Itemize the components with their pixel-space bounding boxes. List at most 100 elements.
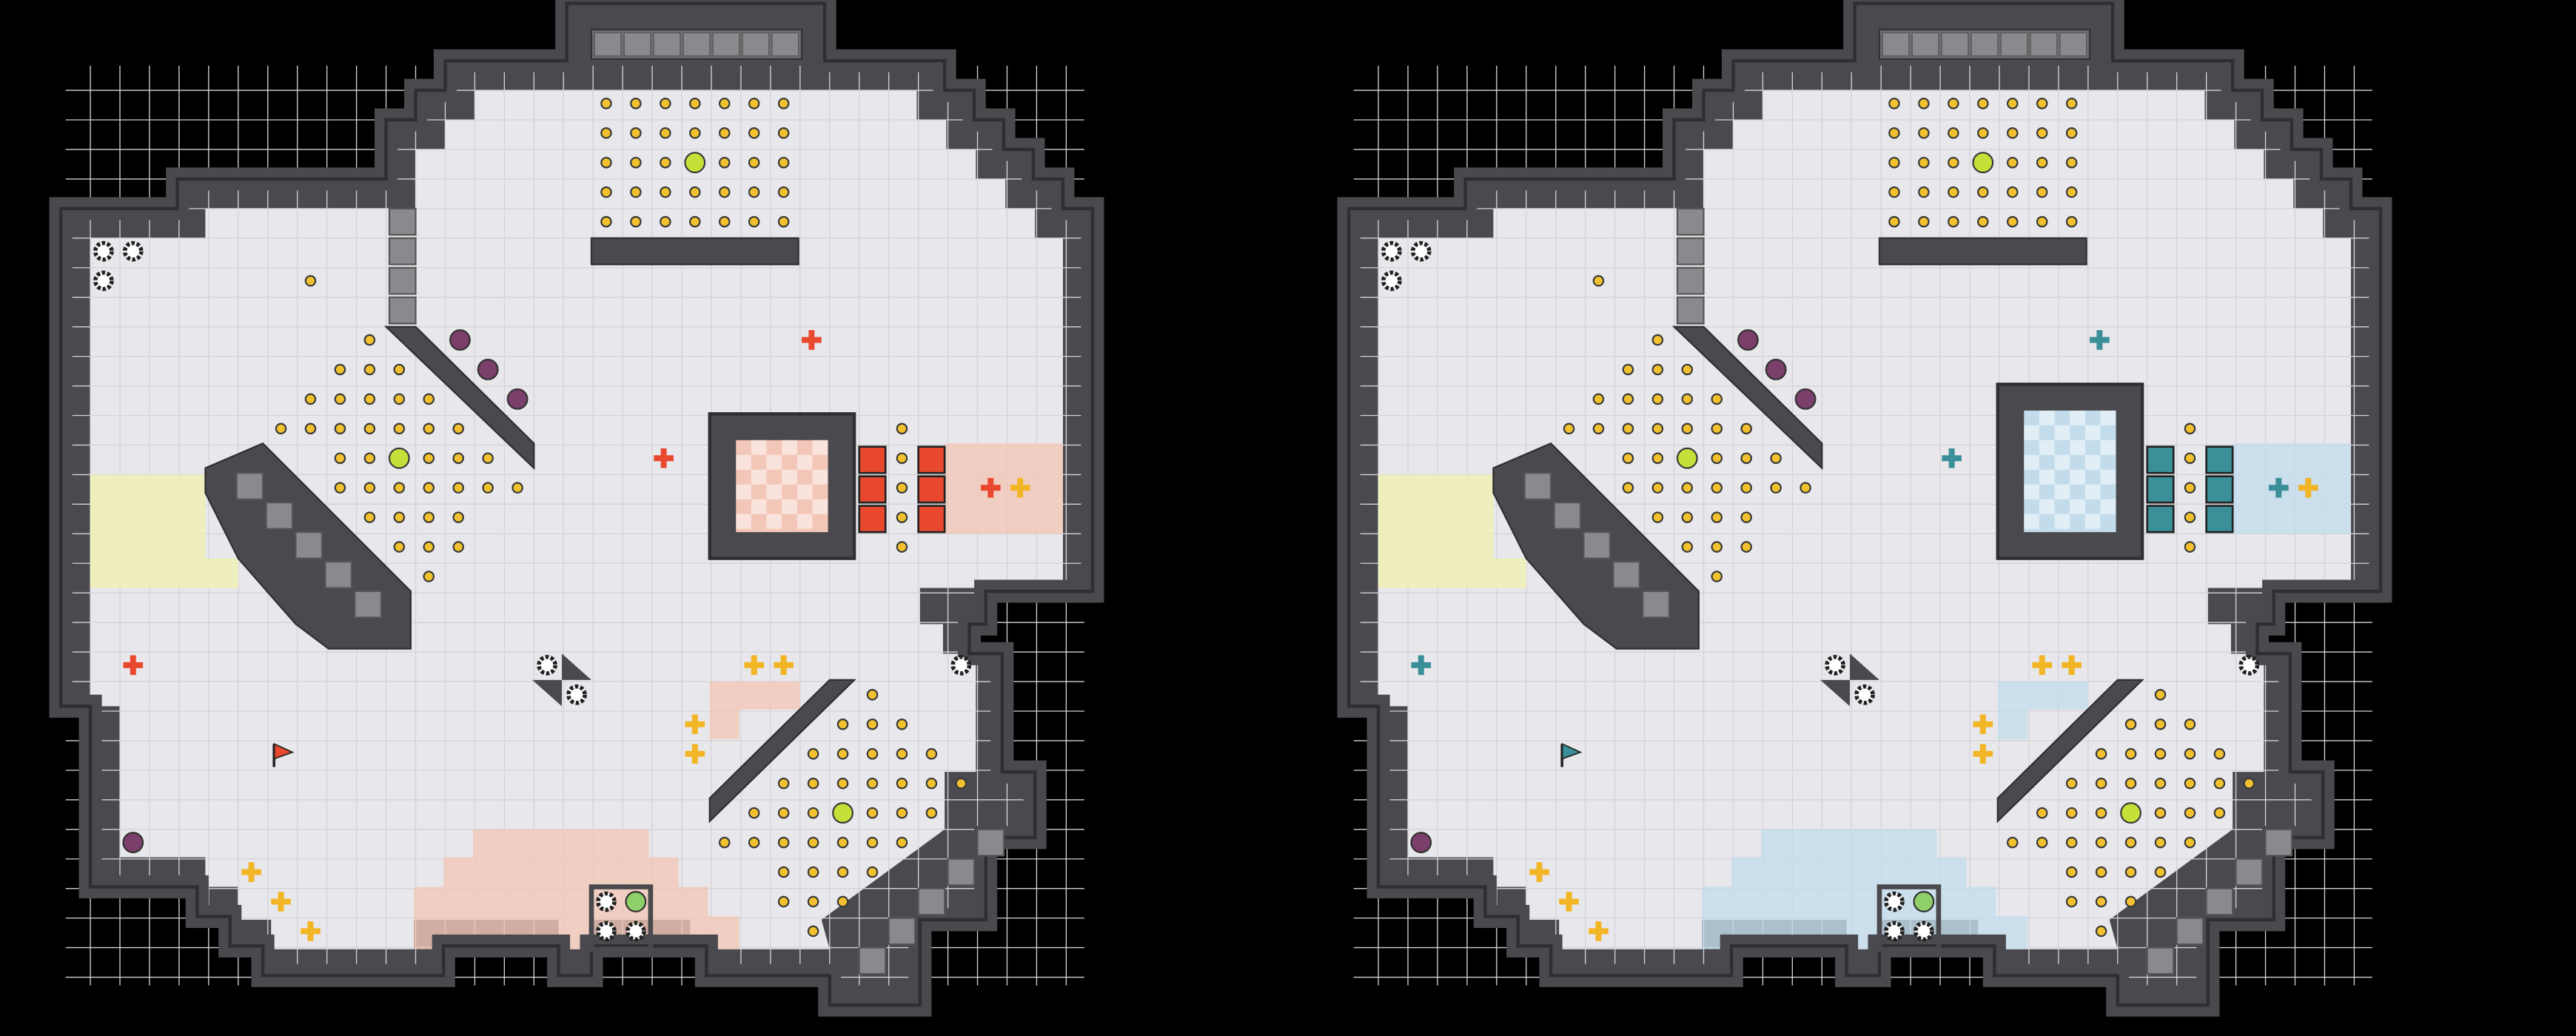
red-block-icon xyxy=(917,445,946,474)
coin-icon xyxy=(2184,452,2196,464)
teal-block-icon xyxy=(2205,475,2234,504)
grate-icon xyxy=(235,472,264,500)
coin-icon xyxy=(748,836,760,849)
checker-cell xyxy=(796,484,813,500)
big-coin-icon xyxy=(388,447,410,469)
bomb-icon xyxy=(1765,358,1787,380)
coin-icon xyxy=(1918,186,1930,198)
grate-icon xyxy=(1676,266,1705,295)
coin-icon xyxy=(2006,215,2019,228)
coin-icon xyxy=(689,127,701,139)
coin-icon xyxy=(2006,156,2019,169)
coin-icon xyxy=(1651,511,1664,523)
teal-plus-icon xyxy=(1411,655,1432,676)
coin-icon xyxy=(275,423,287,435)
coin-icon xyxy=(807,836,819,849)
gear-icon xyxy=(625,921,646,942)
coin-icon xyxy=(896,836,908,849)
grate-cell xyxy=(2030,32,2058,57)
coin-icon xyxy=(1681,541,1694,553)
plus-icon xyxy=(2032,655,2053,676)
coin-icon xyxy=(1977,98,1989,110)
coin-icon xyxy=(482,452,494,464)
coin-icon xyxy=(925,807,938,819)
plus-icon xyxy=(1973,744,1993,764)
grate-icon xyxy=(2146,946,2175,975)
bomb-icon xyxy=(1410,832,1432,853)
diagonal-wall xyxy=(383,326,535,471)
gear-icon xyxy=(537,654,557,676)
bounce-pad-frame xyxy=(588,884,654,952)
checker-cell xyxy=(2084,514,2101,529)
coin-icon xyxy=(1622,363,1634,376)
orange-plus-icon xyxy=(802,330,822,350)
coin-icon xyxy=(2006,127,2019,139)
coin-icon xyxy=(423,452,435,464)
coin-icon xyxy=(896,541,908,553)
coin-icon xyxy=(2154,718,2167,730)
coin-icon xyxy=(807,807,819,819)
checker-cell xyxy=(2100,469,2116,485)
coin-icon xyxy=(718,98,731,110)
grate-cell xyxy=(1941,32,1969,57)
checker-cell xyxy=(766,514,782,529)
map-layer xyxy=(1337,0,2392,1017)
coin-icon xyxy=(1740,482,1752,494)
checker-cell xyxy=(2100,410,2116,426)
coin-icon xyxy=(2006,186,2019,198)
grate-icon xyxy=(858,946,887,975)
coin-icon xyxy=(1770,452,1782,464)
grate-icon xyxy=(1523,472,1552,500)
bomb-icon xyxy=(449,329,471,351)
coin-icon xyxy=(2065,836,2078,849)
coin-icon xyxy=(2184,747,2196,760)
coin-icon xyxy=(1592,393,1605,406)
teal-plus-icon xyxy=(1942,448,1962,468)
coin-icon xyxy=(777,777,790,790)
coin-icon xyxy=(748,156,760,169)
teal-plus-icon xyxy=(2268,477,2289,498)
coin-icon xyxy=(718,186,731,198)
red-block-icon xyxy=(858,505,887,534)
coin-icon xyxy=(866,718,879,730)
grate-icon xyxy=(947,858,976,887)
checker-cell xyxy=(2054,425,2070,440)
coin-icon xyxy=(2184,423,2196,435)
checker-cell xyxy=(751,469,767,485)
coin-icon xyxy=(836,747,849,760)
coin-icon xyxy=(1977,215,1989,228)
coin-icon xyxy=(2006,836,2019,849)
checker-cell xyxy=(2084,484,2101,500)
coin-icon xyxy=(1740,452,1752,464)
coin-icon xyxy=(1681,482,1694,494)
orange-plus-icon xyxy=(980,477,1001,498)
gear-icon xyxy=(93,270,114,292)
gear-icon xyxy=(1381,240,1402,262)
wall-edge xyxy=(58,1,1095,1007)
grate-cell xyxy=(1911,32,1939,57)
coin-icon xyxy=(2154,689,2167,701)
coin-icon xyxy=(807,925,819,938)
coin-icon xyxy=(2065,98,2078,110)
checker-cell xyxy=(2039,499,2055,514)
coin-icon xyxy=(630,127,642,139)
coin-icon xyxy=(334,363,346,376)
gear-icon xyxy=(1884,891,1905,912)
gear-icon xyxy=(1825,654,1845,676)
coin-icon xyxy=(660,127,671,139)
coin-icon xyxy=(718,156,731,169)
coin-icon xyxy=(1740,541,1752,553)
coin-icon xyxy=(363,511,376,523)
coin-icon xyxy=(748,127,760,139)
coin-icon xyxy=(896,511,908,523)
coin-icon xyxy=(2184,777,2196,790)
coin-icon xyxy=(304,423,317,435)
coin-icon xyxy=(777,186,790,198)
checker-cell xyxy=(2070,440,2085,455)
grate-cell xyxy=(771,32,799,57)
coin-icon xyxy=(1888,127,1900,139)
coin-icon xyxy=(777,98,790,110)
coin-icon xyxy=(1651,393,1664,406)
coin-icon xyxy=(2036,127,2048,139)
